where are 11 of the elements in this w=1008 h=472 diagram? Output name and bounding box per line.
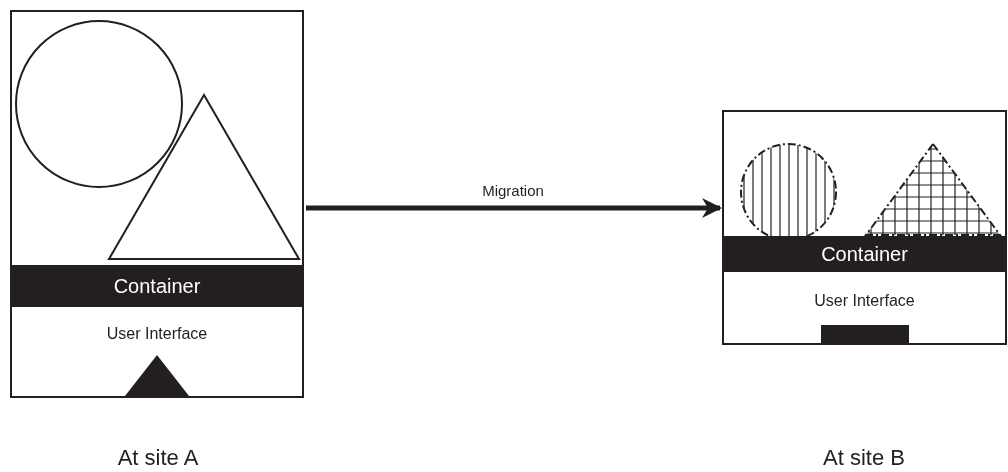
container-label: Container <box>113 274 201 298</box>
device-frame <box>10 10 304 398</box>
container-bar <box>12 265 302 307</box>
container-label: Container <box>821 242 908 266</box>
device-frame <box>722 110 1007 345</box>
container-bar <box>724 236 1005 272</box>
site-caption: At site B <box>823 445 905 471</box>
migration-arrow <box>306 198 722 218</box>
interface-label: User Interface <box>814 292 915 310</box>
site-caption: At site A <box>117 445 199 471</box>
interface-label: User Interface <box>106 325 208 343</box>
